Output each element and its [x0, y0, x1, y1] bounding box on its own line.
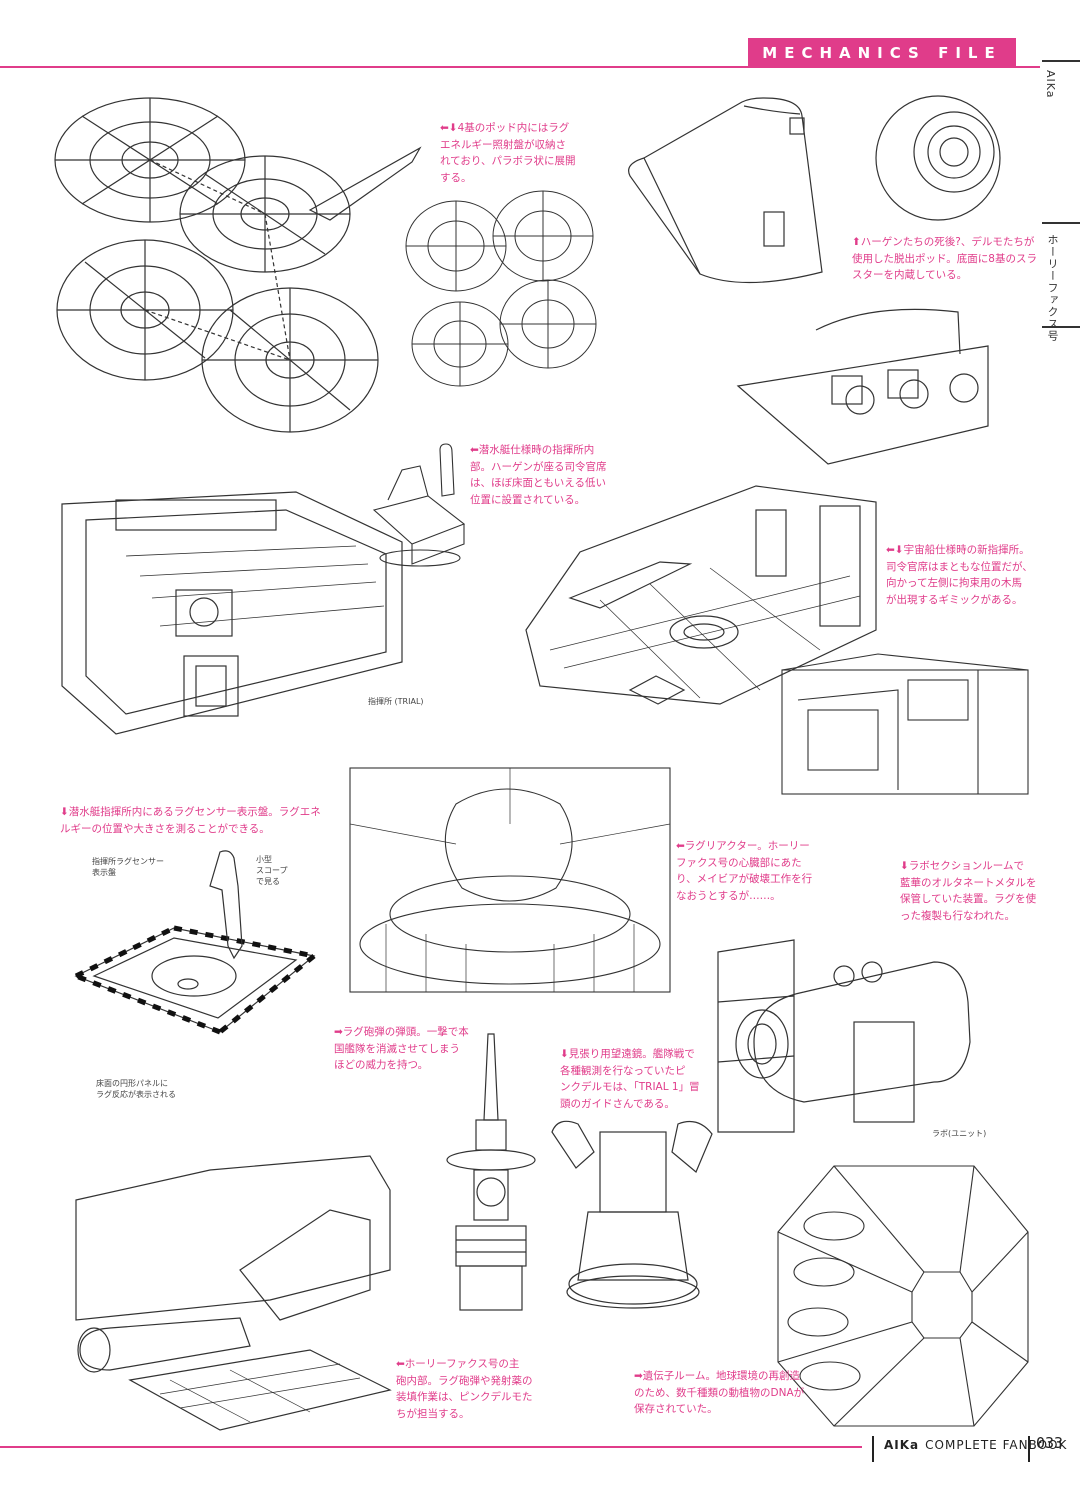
page-number: 033: [1036, 1434, 1064, 1452]
caption-pods: ⬅⬇4基のポッド内にはラグ エネルギー照射盤が収納さ れており、パラボラ状に展開…: [440, 122, 576, 184]
space-bridge-drawing: [520, 480, 882, 710]
telescope-drawing: [548, 1112, 716, 1310]
side-rule-chapter: [1042, 222, 1080, 224]
lagsensor-sketch-bottom: 床面の円形パネルに ラグ反応が表示される: [96, 1079, 176, 1099]
command-seat-drawing: [368, 440, 478, 568]
side-series-label: AIKa: [1044, 70, 1057, 99]
lab-capsule-drawing: [714, 932, 978, 1142]
footer-brand: AIKa: [884, 1438, 920, 1452]
caption-telescope: ⬇見張り用望遠鏡。艦隊戦で 各種観測を行なっていたピ ンクデルモは、「TRIAL…: [560, 1048, 700, 1110]
footer-divider-left: [872, 1436, 874, 1462]
caption-escape-pod: ⬆ハーゲンたちの死後?、デルモたちが 使用した脱出ポッド。底面に8基のスラ スタ…: [852, 236, 1037, 281]
shell-drawing: [446, 1030, 536, 1314]
footer-rule: [0, 1446, 862, 1448]
footer-book-title: AIKa COMPLETE FANBOOK: [884, 1438, 1067, 1452]
sub-bridge-drawing: [56, 486, 408, 742]
reactor-drawing: [346, 764, 674, 996]
gene-room-drawing: [774, 1162, 1032, 1430]
escape-pod-drawing: [624, 92, 828, 290]
page-title: MECHANICS FILE: [748, 38, 1016, 68]
caption-gene-room: ➡遺伝子ルーム。地球環境の再創造 のため、数千種類の動植物のDNAが 保存されて…: [634, 1370, 805, 1415]
side-rule-bottom: [1042, 326, 1080, 328]
cannon-drawing: [70, 1150, 398, 1434]
caption-cannon: ⬅ホーリーファクス号の主 砲内部。ラグ砲弾や発射薬の 装填作業は、ピンクデルモた…: [396, 1358, 533, 1420]
footer-book: COMPLETE FANBOOK: [925, 1438, 1068, 1452]
lagsensor-drawing: [70, 846, 320, 1036]
header-rule: [0, 66, 1040, 68]
caption-shell: ➡ラグ砲弾の弾頭。一撃で本 国艦隊を消滅させてしまう ほどの威力を持つ。: [334, 1026, 469, 1071]
pod-bottom-drawing: [866, 92, 1008, 224]
small-dishes-drawing: [398, 184, 608, 394]
side-chapter-label: ホーリーファクス号: [1046, 234, 1059, 342]
caption-sub-bridge: ⬅潜水艇仕様時の指揮所内 部。ハーゲンが座る司令官席 は、ほぼ床面ともいえる低い…: [470, 444, 607, 506]
lab-sketch-label: ラボ(ユニット): [932, 1129, 987, 1138]
caption-lag-sensor: ⬇潜水艇指揮所内にあるラグセンサー表示盤。ラグエネ ルギーの位置や大きさを測るこ…: [60, 806, 321, 835]
corridor-drawing: [778, 650, 1032, 798]
pods-drawing: [50, 92, 430, 444]
bridge-sketch-label: 指揮所 (TRIAL): [368, 697, 424, 706]
caption-lab-section: ⬇ラボセクションルームで 藍華のオルタネートメタルを 保管していた装置。ラグを使…: [900, 860, 1037, 922]
lagsensor-sketch-title: 指揮所ラグセンサー 表示盤: [92, 857, 164, 877]
caption-space-bridge: ⬅⬇宇宙船仕様時の新指揮所。 司令官席はまともな位置だが、 向かって左側に拘束用…: [886, 544, 1033, 606]
thruster-panel-drawing: [732, 296, 992, 466]
caption-reactor: ⬅ラグリアクター。ホーリー ファクス号の心臓部にあた り、メイビアが破壊工作を行…: [676, 840, 813, 902]
lagsensor-sketch-side: 小型 スコープ で見る: [256, 855, 288, 886]
side-rule-top: [1042, 60, 1080, 62]
footer-divider-right: [1028, 1436, 1030, 1462]
